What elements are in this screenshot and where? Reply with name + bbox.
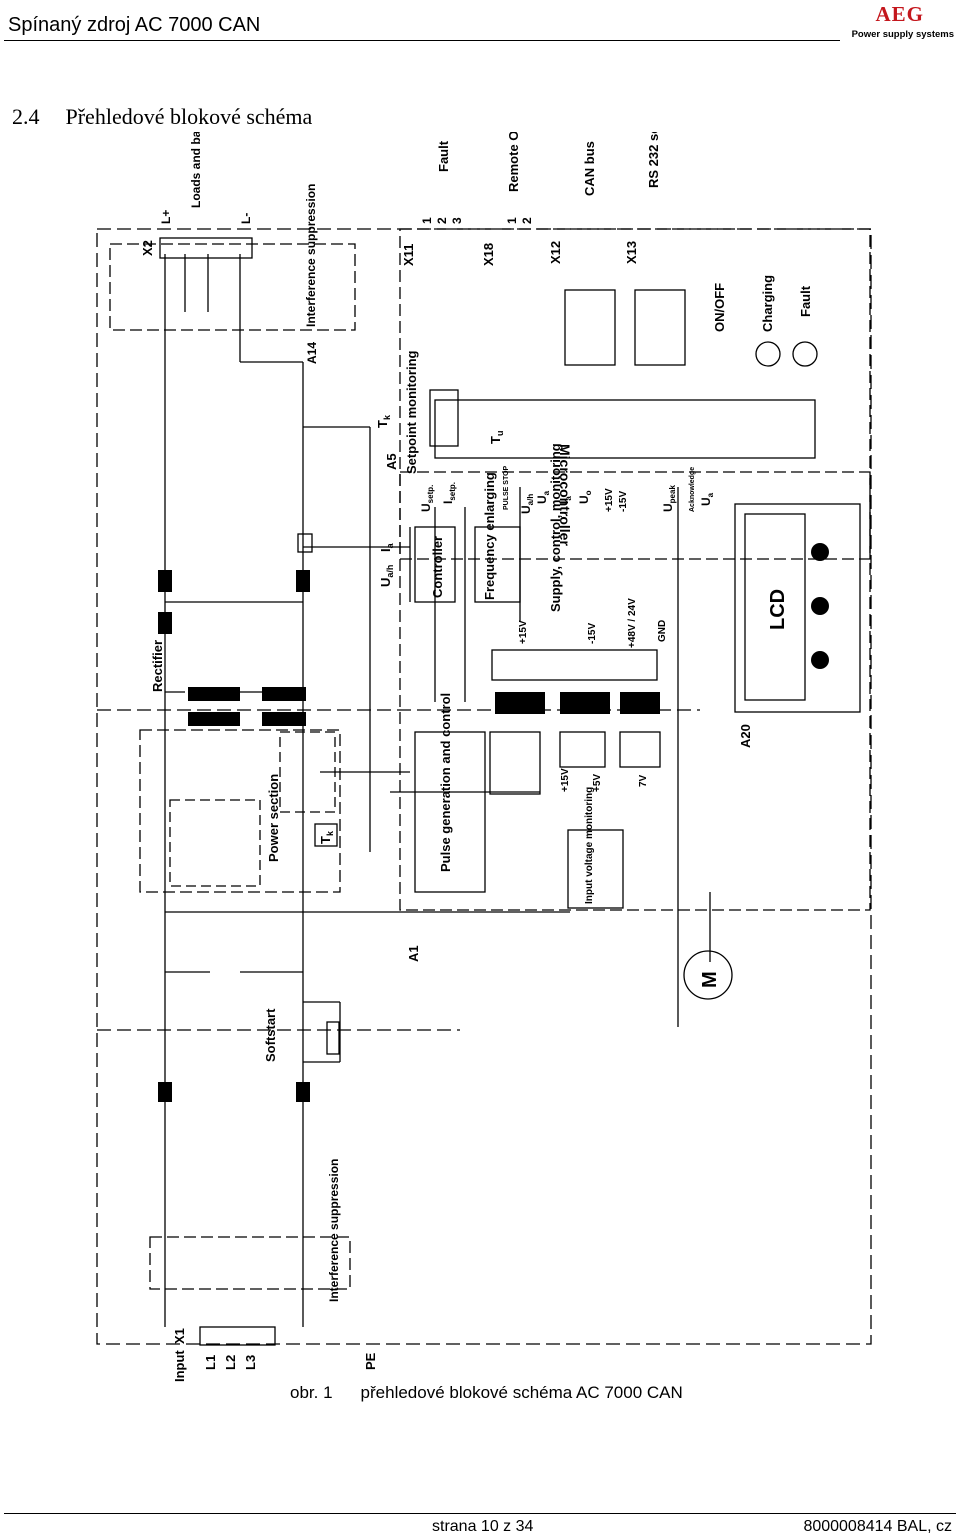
figure-caption: obr. 1 přehledové blokové schéma AC 7000 …: [290, 1383, 683, 1403]
setpoint-label: Setpoint monitoring: [404, 350, 419, 474]
pulse-stop-label: PULSE STOP: [503, 465, 510, 510]
interference-top-label: Interference suppression: [304, 184, 318, 327]
header-rule: [4, 40, 840, 41]
x2-label: X2: [140, 240, 155, 256]
aeg-logo: AEG Power supply systems: [834, 2, 954, 40]
frame-lines: [96, 228, 872, 1345]
loads-label: Loads and battery: [189, 132, 203, 208]
u-a2-label: Ua: [699, 492, 715, 506]
x11-pin-1: 1: [420, 217, 434, 224]
can-label: CAN bus: [582, 141, 597, 196]
a5-label: A5: [384, 453, 399, 470]
charging-label: Charging: [760, 275, 775, 332]
u-o-label: Uo: [577, 490, 593, 504]
interference-bot-label: Interference suppression: [327, 1159, 341, 1302]
input-mon-label: Input voltage monitoring: [584, 787, 595, 904]
section-heading: 2.4 Přehledové blokové schéma: [12, 104, 312, 130]
tk-label: Tk: [375, 414, 392, 428]
i-setp-label: Isetp.: [441, 482, 457, 504]
microcontroller-label: Microcontroller: [557, 444, 573, 546]
lcd-label: LCD: [767, 589, 789, 630]
i-a-label: Ia: [557, 496, 573, 504]
pe-label: PE: [363, 1352, 378, 1370]
header-title: Spínaný zdroj AC 7000 CAN: [8, 14, 261, 36]
u-peak-label: Upeak: [661, 485, 677, 512]
rs232-label: RS 232 service: [646, 132, 661, 188]
fault-led-label: Fault: [798, 285, 813, 317]
u-a-label: Ua: [535, 490, 551, 504]
caption-label: obr. 1: [290, 1383, 333, 1402]
footer-rule: [4, 1513, 956, 1514]
p15b-label: +15V: [560, 768, 571, 792]
a1-label: A1: [406, 945, 421, 962]
block-diagram: Loads and battery L+ L- X2 A14 Interfere…: [96, 132, 872, 1382]
x1-label: X1: [172, 1328, 187, 1344]
m15-label: -15V: [618, 491, 629, 512]
supply-label: Supply, control, monitoring: [548, 443, 563, 612]
rotated-labels: Loads and battery L+ L- X2 A14 Interfere…: [140, 132, 813, 1382]
document-number: 8000008414 BAL, cz: [803, 1518, 952, 1535]
ia-left-label: Ia: [378, 542, 395, 552]
leds: [683, 341, 818, 1000]
caption-text: přehledové blokové schéma AC 7000 CAN: [360, 1383, 683, 1402]
x11-pin-2: 2: [435, 217, 449, 224]
pulse-gen-label: Pulse generation and control: [438, 693, 453, 872]
remote-label: Remote OFF: [506, 132, 521, 192]
supply-p15-label: +15V: [518, 620, 529, 644]
l1-label: L1: [203, 1355, 218, 1370]
l3-label: L3: [243, 1355, 258, 1370]
input-label: Input: [172, 1350, 187, 1382]
logo-text: AEG: [875, 2, 924, 26]
lplus-label: L+: [159, 210, 173, 224]
x11-label: X11: [401, 244, 416, 266]
uah-left-label: Ua/h: [378, 565, 395, 587]
ack-label: Acknowledge: [689, 467, 696, 512]
page-number: strana 10 z 34: [432, 1518, 534, 1535]
a14-label: A14: [305, 342, 319, 364]
u-setp-label: Usetp.: [419, 485, 435, 512]
x18-pin-2: 2: [520, 217, 534, 224]
tu-label: Tu: [488, 431, 505, 444]
lminus-label: L-: [239, 213, 253, 224]
x18-label: X18: [481, 243, 496, 266]
fills: [158, 543, 829, 1102]
x11-pin-3: 3: [450, 217, 464, 224]
softstart-label: Softstart: [263, 1008, 278, 1062]
fault-ext-label: Fault: [436, 140, 451, 172]
freq-label: Frequency enlarging: [482, 472, 497, 600]
l2-label: L2: [223, 1355, 238, 1370]
tk2-label: Tk: [318, 830, 335, 844]
x12-label: X12: [548, 241, 563, 264]
section-number: 2.4: [12, 104, 40, 129]
onoff-label: ON/OFF: [712, 283, 727, 332]
p5-label: +5V: [592, 774, 603, 792]
supply-48-label: +48V / 24V: [627, 598, 638, 648]
power-section-label: Power section: [266, 774, 281, 862]
section-title: Přehledové blokové schéma: [65, 104, 313, 129]
x13-label: X13: [624, 241, 639, 264]
p15-label: +15V: [604, 488, 615, 512]
motor-label: M: [699, 971, 721, 988]
v7-label: 7V: [638, 774, 649, 787]
x18-pin-1: 1: [505, 217, 519, 224]
u-ah-label: Ua/h: [519, 494, 535, 514]
controller-label: Controller: [430, 536, 445, 598]
logo-subtitle: Power supply systems: [851, 29, 954, 40]
rectifier-label: Rectifier: [150, 640, 165, 692]
supply-m15-label: -15V: [587, 623, 598, 644]
a20-label: A20: [738, 724, 753, 748]
gnd-label: GND: [657, 620, 668, 642]
blocks: [159, 237, 861, 1346]
